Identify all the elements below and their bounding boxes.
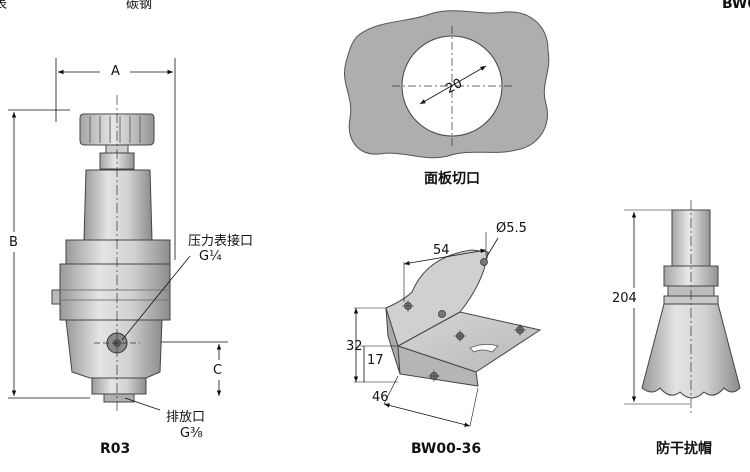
bracket-dim-32: 32 [346,339,363,354]
dim-c-label: C [213,363,223,378]
bracket-drawing [353,232,542,427]
bracket-hole-dim: Ø5.5 [496,221,527,236]
header-right-fragment: BW0 [722,0,750,12]
gauge-port-thread: G¼ [199,249,222,264]
guard-caption: 防干扰帽 [656,441,712,457]
header-material: 碳钢 [126,0,153,12]
bracket-dim-46: 46 [372,390,389,405]
dim-b-label: B [9,235,18,250]
bracket-dim-17: 17 [367,353,384,368]
header-left-fragment: 表 [0,0,8,12]
exhaust-port-thread: G⅜ [180,426,203,441]
r03-caption: R03 [100,441,131,457]
bracket-dim-54: 54 [433,243,450,258]
bracket-caption: BW00-36 [411,441,482,457]
guard-drawing [624,200,741,414]
gauge-port-label: 压力表接口 [188,234,254,249]
dim-a-label: A [111,64,120,79]
panel-cutout-drawing [344,10,550,159]
exhaust-port-label: 排放口 [166,410,206,425]
r03-regulator-drawing [8,58,228,412]
panel-cutout-caption: 面板切口 [424,171,480,187]
guard-height-dim: 204 [612,291,637,306]
